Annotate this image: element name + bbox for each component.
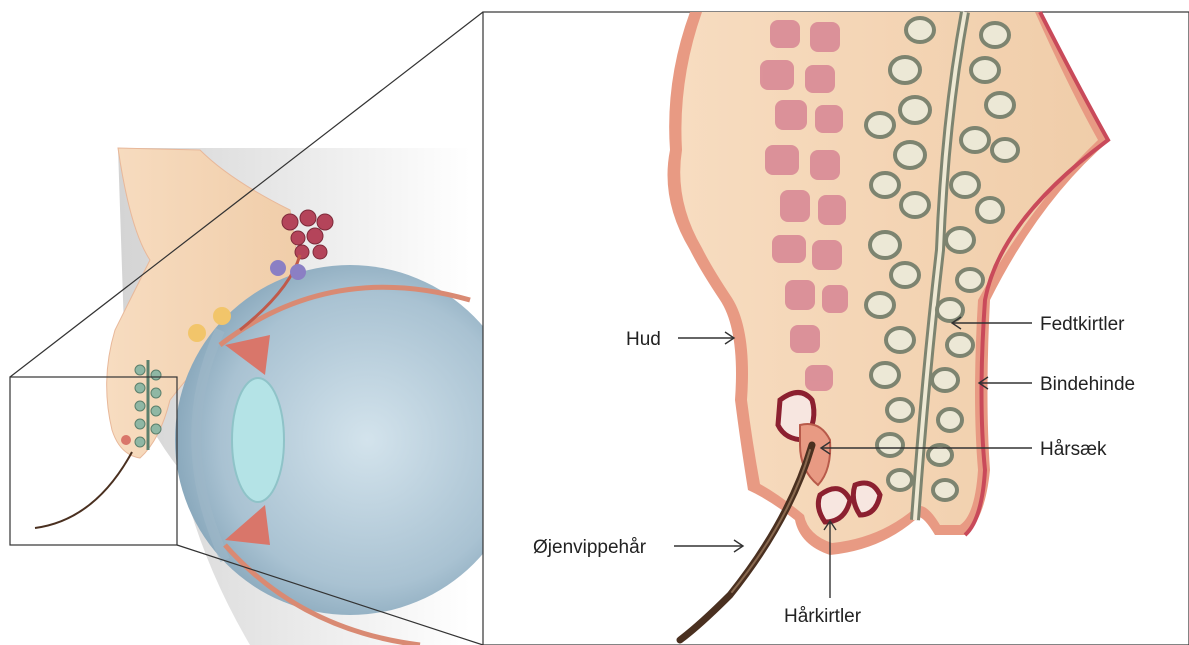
overview-lens: [232, 378, 284, 502]
label-haarkirtler: Hårkirtler: [784, 606, 862, 627]
label-haarsaek: Hårsæk: [1040, 439, 1107, 460]
overview-follicle: [121, 435, 131, 445]
label-hud: Hud: [626, 329, 661, 350]
overview-illustration: [35, 148, 525, 645]
overview-eyelash: [35, 452, 132, 528]
label-oejenvippehaar: Øjenvippehår: [533, 537, 647, 558]
label-fedtkirtler: Fedtkirtler: [1040, 314, 1125, 335]
label-bindehinde: Bindehinde: [1040, 374, 1135, 395]
